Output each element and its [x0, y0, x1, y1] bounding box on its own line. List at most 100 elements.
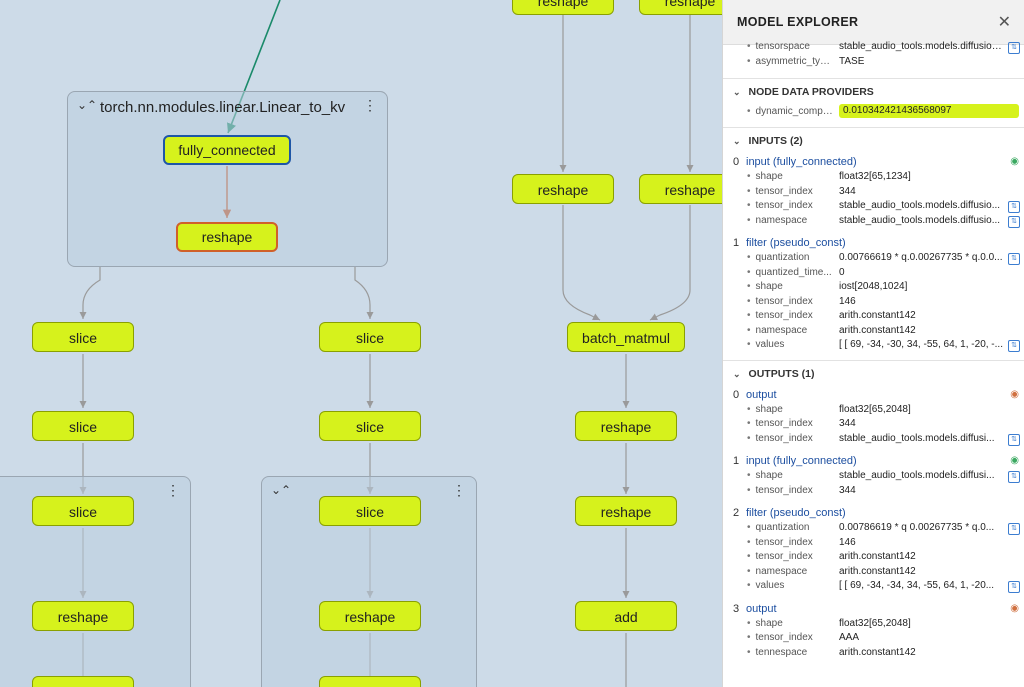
io-name[interactable]: input (fully_connected) — [746, 455, 857, 467]
io-key: tensor_index — [747, 433, 835, 444]
io-row: namespace arith.constant142 — [723, 325, 1024, 340]
io-key: tensor_index — [747, 537, 835, 548]
expand-icon[interactable]: ⇅ — [1008, 201, 1020, 213]
io-row: quantization 0.00766619 * q.0.00267735 * … — [723, 252, 1024, 267]
section-header[interactable]: ⌄INPUTS (2) — [723, 128, 1024, 154]
eye-icon[interactable]: ◉ — [1010, 156, 1019, 167]
close-icon[interactable]: ✕ — [997, 14, 1011, 31]
io-value: 146 — [839, 295, 856, 307]
graph-node-partial[interactable] — [319, 676, 421, 687]
section-header[interactable]: ⌄NODE DATA PROVIDERS — [723, 79, 1024, 105]
eye-icon[interactable]: ◉ — [1010, 455, 1019, 466]
io-key: values — [747, 339, 835, 350]
io-value: stable_audio_tools.models.diffusio... — [839, 200, 1001, 211]
eye-icon[interactable]: ◉ — [1010, 602, 1019, 614]
graph-node-fully-connected[interactable]: fully_connected — [163, 135, 291, 165]
io-value: stable_audio_tools.models.diffusio... — [839, 214, 1001, 226]
attr-key: asymmetric_typs... — [747, 56, 835, 67]
graph-node-slice[interactable]: slice — [319, 322, 421, 352]
io-key: shape — [747, 281, 835, 292]
io-index: 3 — [733, 602, 740, 615]
graph-node-slice[interactable]: slice — [319, 496, 421, 526]
attr-row: tensorspace stable_audio_tools.models.di… — [723, 41, 1024, 56]
io-name[interactable]: output — [746, 602, 777, 615]
expand-icon[interactable]: ⇅ — [1008, 215, 1020, 228]
graph-node-slice[interactable]: slice — [32, 322, 134, 352]
io-name[interactable]: filter (pseudo_const) — [746, 507, 846, 519]
group-title: torch.nn.modules.linear.Linear_to_kv — [100, 99, 346, 116]
io-index: 2 — [733, 507, 740, 519]
graph-node-partial[interactable] — [32, 676, 134, 687]
io-key: tensor_index — [747, 296, 835, 307]
graph-node-reshape[interactable]: reshape — [639, 0, 722, 15]
io-name[interactable]: input (fully_connected) — [746, 156, 857, 168]
io-value: arith.constant142 — [839, 551, 916, 562]
expand-icon[interactable]: ⇅ — [1008, 253, 1020, 265]
io-key: shape — [747, 404, 835, 415]
expand-icon[interactable]: ⇅ — [1008, 340, 1020, 352]
model-explorer-panel: MODEL EXPLORER ✕ tensorspace stable_audi… — [722, 0, 1024, 687]
graph-node-reshape[interactable]: reshape — [575, 496, 677, 526]
expand-icon[interactable]: ⇅ — [1008, 581, 1020, 593]
more-vert-icon[interactable]: ⋮ — [363, 97, 377, 113]
graph-node-slice[interactable]: slice — [32, 496, 134, 526]
chevron-down-icon: ⌄ — [733, 368, 741, 379]
expand-icon[interactable]: ⇅ — [1008, 42, 1020, 54]
graph-node-reshape[interactable]: reshape — [176, 222, 278, 252]
graph-node-reshape[interactable]: reshape — [512, 0, 614, 15]
io-value: 344 — [839, 418, 856, 429]
provider-row: dynamic_compa... 0.010342421436568097 — [723, 104, 1024, 127]
io-row: quantized_time...0 — [723, 267, 1024, 282]
io-header[interactable]: 1 filter (pseudo_const) — [723, 235, 1024, 252]
io-value: [ [ 69, -34, -30, 34, -55, 64, 1, -20, -… — [839, 339, 1003, 350]
collapse-icon[interactable]: ⌄⌃ — [77, 98, 98, 112]
expand-icon[interactable]: ⇅ — [1008, 523, 1020, 535]
graph-node-reshape[interactable]: reshape — [319, 601, 421, 631]
io-value: 0.00766619 * q.0.00267735 * q.0.0... — [839, 252, 1003, 263]
graph-node-slice[interactable]: slice — [32, 411, 134, 441]
eye-icon[interactable]: ◉ — [1010, 388, 1019, 400]
io-value: float32[65,2048] — [839, 403, 911, 415]
graph-node-slice[interactable]: slice — [319, 411, 421, 441]
attr-key: tensorspace — [747, 41, 835, 52]
more-vert-icon[interactable]: ⋮ — [166, 482, 180, 498]
io-index: 1 — [733, 237, 740, 249]
io-value: AAA — [839, 632, 860, 643]
io-key: quantization — [747, 252, 835, 263]
expand-icon[interactable]: ⇅ — [1008, 471, 1020, 483]
io-key: namespace — [747, 325, 835, 336]
io-name[interactable]: filter (pseudo_const) — [746, 237, 846, 249]
expand-icon[interactable]: ⇅ — [1008, 433, 1020, 446]
attributes-section: tensorspace stable_audio_tools.models.di… — [723, 41, 1024, 78]
graph-node-reshape[interactable]: reshape — [512, 174, 614, 204]
more-vert-icon[interactable]: ⋮ — [452, 482, 466, 498]
graph-node-reshape[interactable]: reshape — [575, 411, 677, 441]
io-header[interactable]: 3 output ◉ — [723, 601, 1024, 618]
io-name[interactable]: output — [746, 388, 777, 401]
io-header[interactable]: 2 filter (pseudo_const) — [723, 505, 1024, 522]
graph-node-add[interactable]: add — [575, 601, 677, 631]
io-row: shape float32[65,2048] — [723, 404, 1024, 419]
collapse-icon[interactable]: ⌄⌃ — [271, 483, 292, 497]
graph-node-reshape[interactable]: reshape — [639, 174, 722, 204]
section-header[interactable]: ⌄OUTPUTS (1) — [723, 361, 1024, 387]
io-value: 0.00786619 * q 0.00267735 * q.0... — [839, 522, 995, 533]
graph-canvas[interactable]: ⌄⌃ torch.nn.modules.linear.Linear_to_kv … — [0, 0, 722, 687]
group-mid[interactable]: ⌄⌃ ⋮ — [261, 476, 477, 687]
io-value: arith.constant142 — [839, 646, 916, 658]
io-value: arith.constant142 — [839, 324, 916, 336]
io-value: float32[65,2048] — [839, 617, 911, 629]
graph-node-batch-matmul[interactable]: batch_matmul — [567, 322, 685, 352]
io-row: values[ [ 69, -34, -34, 34, -55, 64, 1, … — [723, 580, 1024, 595]
provider-key: dynamic_compa... — [747, 106, 835, 117]
graph-node-reshape[interactable]: reshape — [32, 601, 134, 631]
